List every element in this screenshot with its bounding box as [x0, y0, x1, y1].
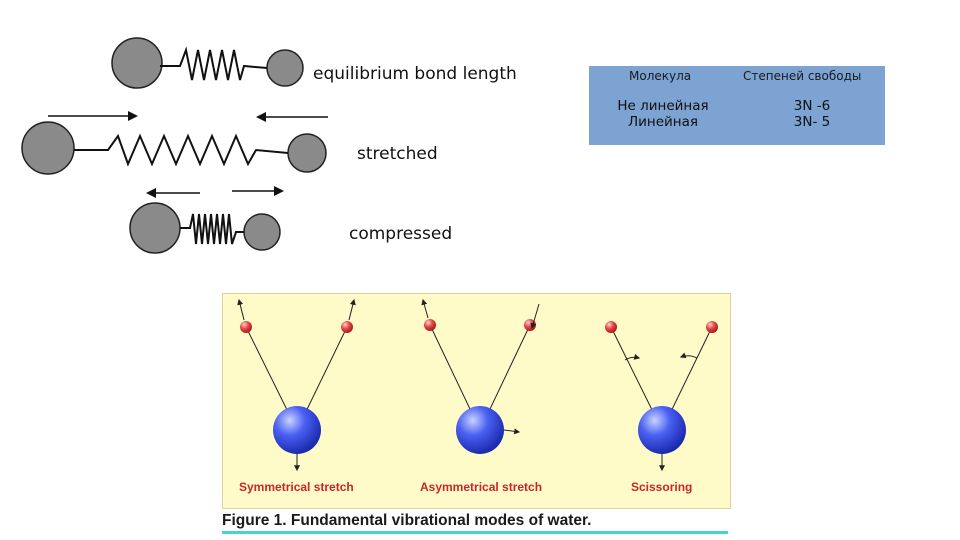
left-atom — [129, 202, 181, 254]
table-cell-nonlinear-dof: 3N -6 — [793, 98, 831, 114]
water-modes-figure: Symmetrical stretch Asymmetrical stretch… — [222, 293, 731, 509]
motion-arrow — [503, 428, 521, 435]
degrees-of-freedom-table: Молекула Степеней свободы Не линейная Ли… — [589, 66, 885, 145]
equilibrium-label: equilibrium bond length — [313, 64, 517, 84]
mode-label-symmetric: Symmetrical stretch — [239, 480, 354, 494]
compressed-spring — [129, 186, 284, 254]
motion-arrow — [530, 303, 540, 330]
spring-coil — [74, 133, 289, 167]
table-cell-nonlinear: Не линейная — [617, 98, 709, 114]
table-header-dof: Степеней свободы — [743, 69, 862, 83]
right-atom — [287, 133, 327, 173]
arrowhead — [274, 186, 284, 196]
figure-caption: Figure 1. Fundamental vibrational modes … — [222, 512, 592, 529]
spring-coil — [180, 213, 244, 245]
left-atom — [111, 37, 163, 89]
compressed-label: compressed — [349, 224, 453, 244]
water-modes-drawing — [237, 298, 718, 472]
table-cell-linear: Линейная — [627, 114, 699, 130]
motion-arrow — [348, 298, 356, 321]
hydrogen-atom — [240, 321, 252, 333]
scissoring-molecule — [605, 321, 718, 472]
left-atom — [21, 121, 75, 175]
arrowhead — [256, 112, 266, 122]
caption-underline — [222, 531, 728, 534]
spring-diagrams — [21, 37, 328, 254]
asymmetric-stretch-molecule — [421, 298, 540, 454]
motion-arrow — [679, 352, 698, 359]
mode-label-scissoring: Scissoring — [631, 480, 693, 494]
right-atom — [243, 213, 281, 251]
oxygen-atom — [273, 406, 321, 454]
stretched-spring — [21, 111, 328, 175]
oxygen-atom — [456, 406, 504, 454]
mode-label-asymmetric: Asymmetrical stretch — [420, 480, 543, 494]
arrowhead — [128, 111, 138, 121]
oxygen-atom — [638, 406, 686, 454]
right-atom — [266, 49, 304, 87]
motion-arrow — [421, 298, 429, 319]
motion-arrow — [624, 353, 641, 361]
table-cell-linear-dof: 3N- 5 — [793, 114, 831, 130]
motion-arrow — [237, 298, 245, 321]
spring-coil — [160, 46, 268, 81]
equilibrium-spring — [111, 37, 304, 89]
symmetric-stretch-molecule — [237, 298, 356, 472]
hydrogen-atom — [605, 321, 617, 333]
arrowhead — [146, 188, 156, 198]
hydrogen-atom — [706, 321, 718, 333]
hydrogen-atom — [341, 321, 353, 333]
table-header-molecule: Молекула — [629, 69, 692, 83]
hydrogen-atom — [424, 319, 436, 331]
stretched-label: stretched — [357, 144, 438, 164]
